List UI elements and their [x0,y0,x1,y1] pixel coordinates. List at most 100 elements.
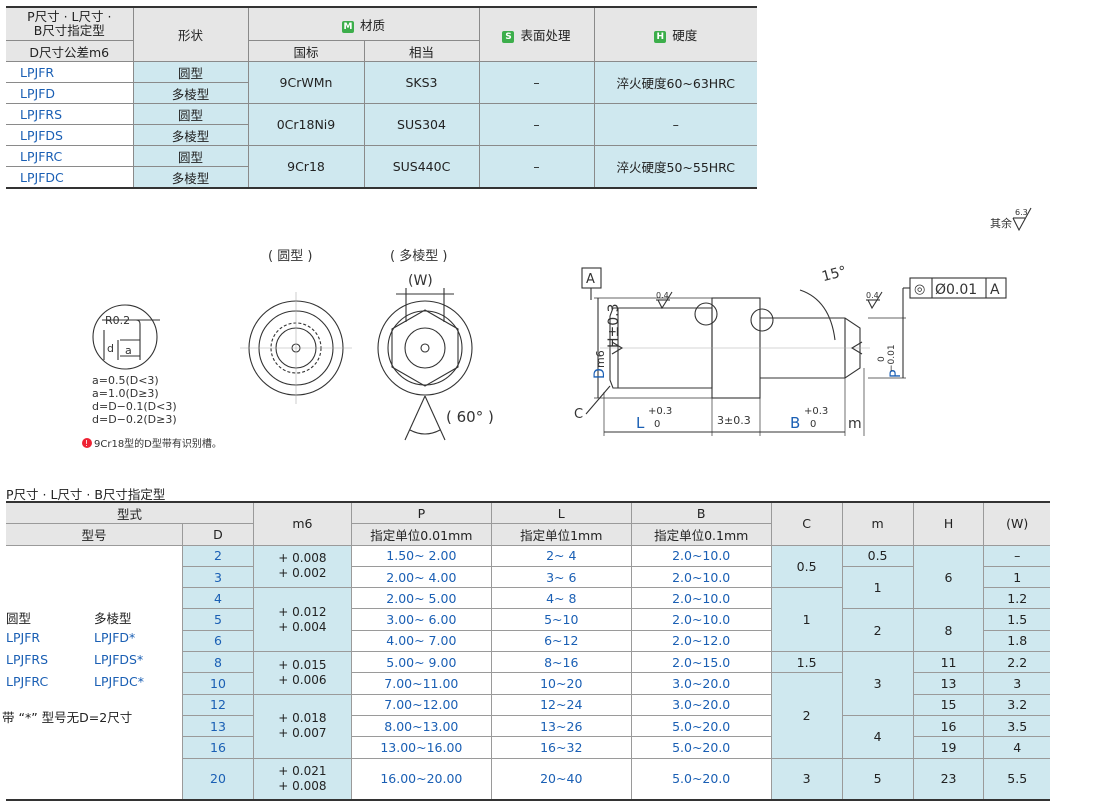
m6-cell: + 0.021+ 0.008 [252,757,352,801]
code-cell: LPJFDC [6,166,134,189]
h-cell: 13 [912,672,985,695]
p-cell: 4.00~ 7.00 [350,629,492,653]
m6-cell: + 0.018+ 0.007 [252,693,352,759]
l-cell: 2~ 4 [490,544,632,567]
l-cell: 20~40 [490,757,632,801]
w-cell: 5.5 [983,757,1050,801]
header-m: m [841,501,914,546]
w-cell: – [983,544,1050,567]
w-cell: 1 [983,565,1050,589]
pin-side-view-icon [581,267,1007,436]
m6-top: + 0.018 [278,711,327,726]
bottom-table-title: P尺寸 · L尺寸 · B尺寸指定型 [6,487,166,502]
shape-cell: 圆型 [132,103,249,125]
p-cell: 8.00~13.00 [350,714,492,738]
technical-drawing: 其余 6.3 ( 圆型 ) ( 多棱型 ) (W) ( 60° ) R0.2 d… [82,207,1032,450]
hardness-cell: – [593,103,757,146]
header-l: L [490,501,632,525]
model-code: LPJFRC [6,673,49,689]
material-tag-icon: M [341,20,354,33]
header-surface: S 表面处理 [478,6,595,62]
m-label: m [848,416,862,432]
header-equiv: 相当 [363,40,480,62]
h-cell: 8 [912,608,985,653]
note-line: a=0.5(D<3) [92,374,159,387]
note-line: d=D−0.1(D<3) [92,400,177,413]
h-label: H±0.3 [606,303,622,348]
h-cell: 16 [912,714,985,738]
p-cell: 7.00~11.00 [350,672,492,695]
equiv-cell: SUS304 [363,103,480,146]
finish-value-text: 6.3 [1015,208,1028,217]
b-cell: 2.0~12.0 [630,629,772,653]
surface-tag-icon: S [502,31,515,43]
m6-bot: + 0.007 [278,726,327,741]
d-cell: 4 [182,587,254,610]
p-tol-bot: −0.01 [887,344,897,372]
note-line: a=1.0(D≥3) [92,387,159,400]
shape-cell: 多棱型 [132,124,249,146]
header-l-unit: 指定单位1mm [490,523,632,546]
l-cell: 4~ 8 [490,587,632,610]
b-label: B [790,414,800,432]
header-w: (W) [983,501,1050,546]
gb-cell: 9CrWMn [247,61,365,104]
code-cell: LPJFRC [6,145,134,167]
d-cell: 3 [182,565,254,589]
dimension-table: 型式 m6 P L B C m H (W) 型号 D 指定单位0.01mm 指定… [2,501,1050,801]
header-h: H [912,501,985,546]
surface-cell: – [478,145,595,189]
h-cell: 23 [912,757,985,801]
p-cell: 5.00~ 9.00 [350,651,492,674]
b-cell: 5.0~20.0 [630,736,772,759]
w-cell: 3.2 [983,693,1050,716]
m6-bot: + 0.006 [278,672,327,687]
c-cell: 1 [770,587,843,653]
header-surface-label: 表面处理 [520,28,571,43]
header-d: D [182,523,254,546]
b-cell: 2.0~10.0 [630,544,772,567]
header-p-unit: 指定单位0.01mm [350,523,492,546]
m6-top: + 0.012 [278,604,327,619]
poly-head: 多棱型 [94,610,132,626]
header-b-unit: 指定单位0.1mm [630,523,772,546]
finish-04: 0.4 [866,291,879,300]
c-cell: 2 [770,672,843,759]
d-cell: 12 [182,693,254,716]
tol-symbol: ◎ [914,282,925,297]
m-cell: 1 [841,565,914,610]
angle15-label: 15° [820,263,848,285]
model-code: LPJFDS* [94,651,144,667]
c-cell: 1.5 [770,651,843,674]
code-cell: LPJFRS [6,103,134,125]
l-cell: 3~ 6 [490,565,632,589]
shape-cell: 多棱型 [132,166,249,189]
gb-cell: 9Cr18 [247,145,365,189]
b-tol-top: +0.3 [804,406,828,417]
hardness-cell: 淬火硬度50~55HRC [593,145,757,189]
shape-cell: 圆型 [132,61,249,83]
l-tol-bot: 0 [654,419,660,430]
warning-text: 9Cr18型的D型带有识别槽。 [94,437,222,450]
d-cell: 13 [182,714,254,738]
c-label: C [574,407,583,422]
round-view-icon [240,292,352,404]
p-cell: 2.00~ 4.00 [350,565,492,589]
header-p: P [350,501,492,525]
d-cell: 2 [182,544,254,567]
detail-a-label: a [125,344,132,357]
mid-label: 3±0.3 [717,414,751,427]
w-label: (W) [408,273,433,289]
d-cell: 6 [182,629,254,653]
model-code: LPJFDC* [94,673,144,689]
d-cell: 5 [182,608,254,631]
c-cell: 0.5 [770,544,843,589]
d-cell: 16 [182,736,254,759]
poly-label: ( 多棱型 ) [390,248,447,264]
l-cell: 5~10 [490,608,632,631]
model-code: LPJFRS [6,651,48,667]
header-material-label: 材质 [359,17,385,33]
l-cell: 6~12 [490,629,632,653]
